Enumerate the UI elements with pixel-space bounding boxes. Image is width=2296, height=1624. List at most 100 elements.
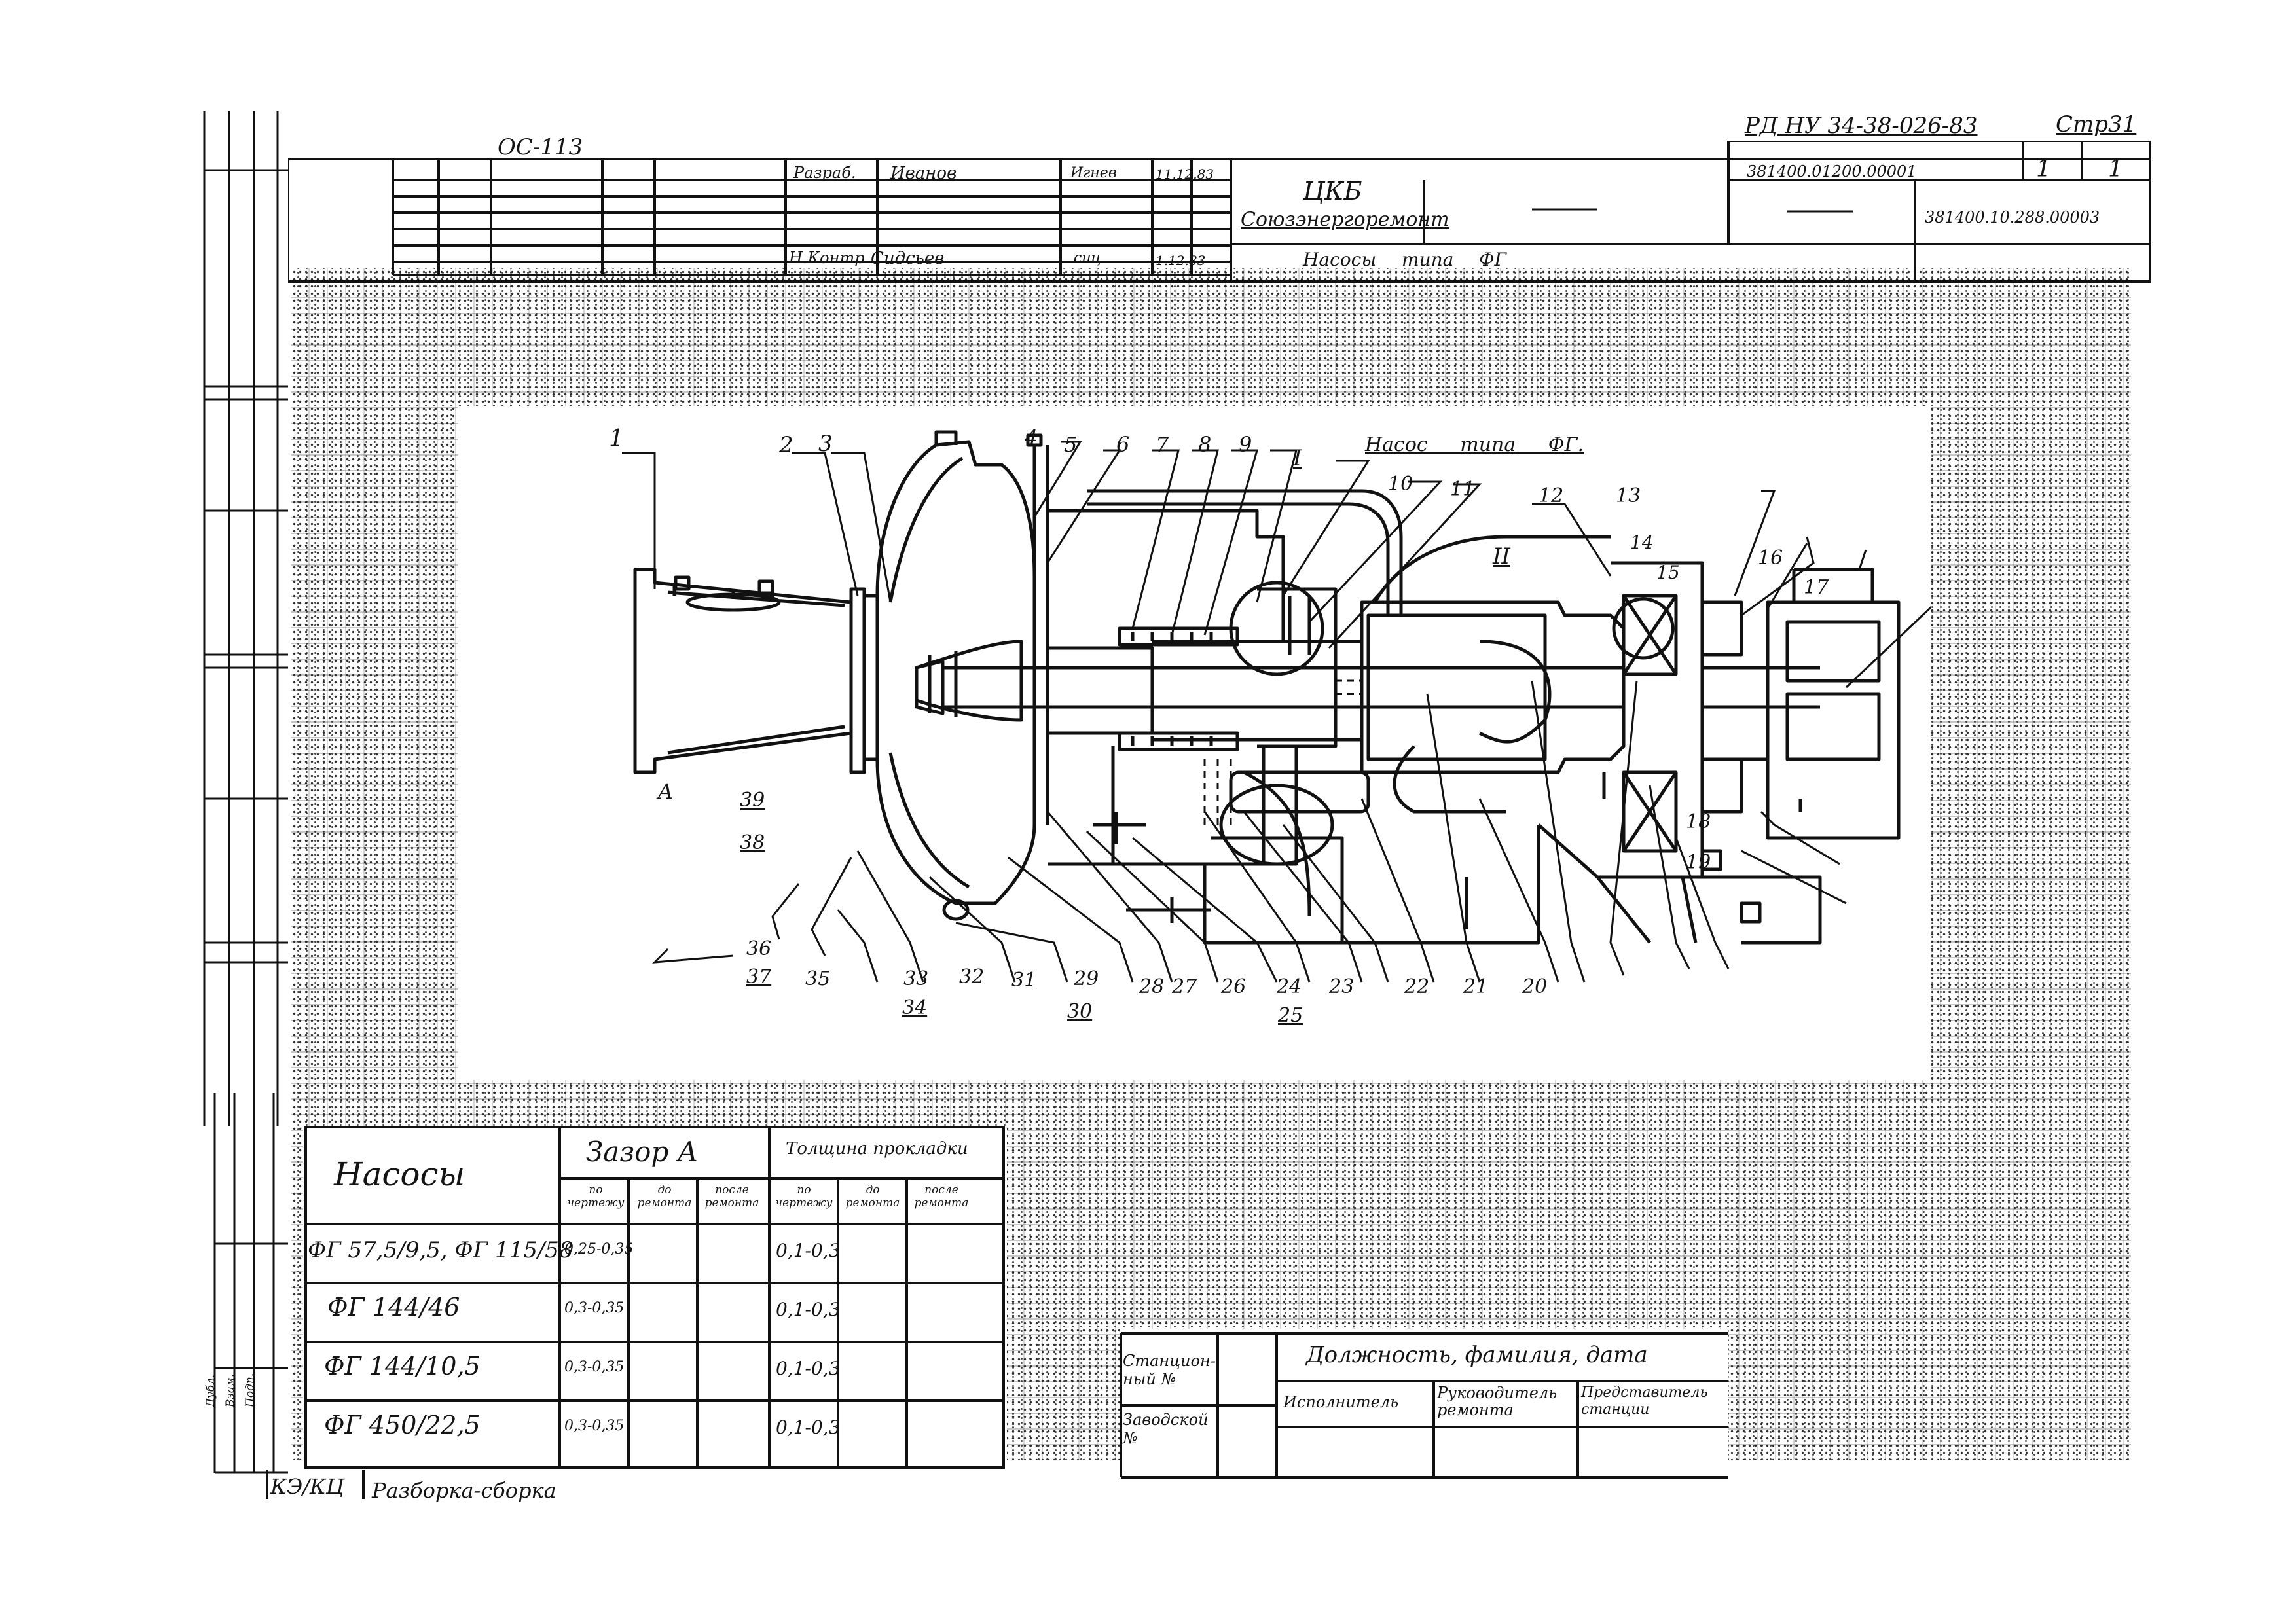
callout-3: 3 bbox=[818, 431, 833, 457]
clearance-group-a: Зазор А bbox=[586, 1136, 699, 1168]
callout-8: 8 bbox=[1198, 432, 1212, 457]
binding-strip-top bbox=[203, 111, 288, 1126]
clearance-sub-3: после ремонта bbox=[704, 1183, 759, 1210]
callout-25: 25 bbox=[1278, 1004, 1303, 1027]
callout-5: 5 bbox=[1064, 432, 1078, 457]
clearance-row1-pump: ФГ 57,5/9,5, ФГ 115/58 bbox=[308, 1237, 574, 1263]
callout-29: 29 bbox=[1074, 967, 1099, 990]
title-row2-name: Сидсьев bbox=[871, 249, 945, 268]
binding-strip-bottom bbox=[213, 1093, 288, 1474]
side-label-2: Взам. bbox=[224, 1373, 237, 1407]
title-row2-sign: сиц bbox=[1074, 250, 1101, 266]
callout-31: 31 bbox=[1011, 969, 1037, 992]
org-name: ЦКБ bbox=[1303, 177, 1362, 206]
document-title: Насосы типа ФГ bbox=[1303, 249, 1507, 270]
callout-4: 4 bbox=[1025, 425, 1038, 450]
callout-39: 39 bbox=[740, 789, 765, 812]
callout-19: 19 bbox=[1686, 851, 1711, 874]
callout-10: 10 bbox=[1388, 473, 1413, 496]
title-row1-role: Разраб. bbox=[793, 164, 856, 182]
sheet-a: 1 bbox=[2036, 156, 2051, 183]
title-row1-date: 11.12.83 bbox=[1156, 166, 1214, 182]
callout-7: 7 bbox=[1156, 432, 1169, 457]
signature-col-station-rep: Представитель станции bbox=[1581, 1384, 1708, 1418]
title-block-frame bbox=[288, 141, 2151, 283]
clearance-row4-gap: 0,3-0,35 bbox=[564, 1418, 625, 1434]
callout-33: 33 bbox=[903, 967, 929, 990]
callout-12: 12 bbox=[1539, 484, 1564, 507]
callout-14: 14 bbox=[1630, 532, 1654, 553]
margin-note: ОС-113 bbox=[498, 134, 583, 160]
callout-2: 2 bbox=[779, 432, 793, 458]
title-row2-role: Н.Контр bbox=[789, 249, 865, 267]
footer-text: Разборка-сборка bbox=[372, 1478, 556, 1503]
drawing-title: Насос типа ФГ. bbox=[1365, 433, 1584, 456]
page-number: Стр31 bbox=[2056, 111, 2137, 137]
callout-22: 22 bbox=[1404, 975, 1430, 998]
section-mark-1: I bbox=[1293, 445, 1302, 471]
callout-11: 11 bbox=[1450, 478, 1476, 501]
callout-18: 18 bbox=[1686, 810, 1711, 833]
clearance-col-pumps: Насосы bbox=[334, 1155, 465, 1193]
table-area-left bbox=[303, 1126, 1007, 1473]
clearance-row2-gasket: 0,1-0,3 bbox=[776, 1299, 841, 1320]
title-row1-sign: Игнев bbox=[1070, 165, 1117, 181]
clearance-row2-pump: ФГ 144/46 bbox=[327, 1293, 460, 1322]
callout-16: 16 bbox=[1758, 547, 1783, 569]
clearance-sub-1: по чертежу bbox=[567, 1183, 625, 1210]
clearance-group-b: Толщина прокладки bbox=[786, 1139, 968, 1159]
clearance-row3-pump: ФГ 144/10,5 bbox=[324, 1352, 481, 1380]
signature-col-manager: Руководитель ремонта bbox=[1437, 1384, 1558, 1419]
title-row1-name: Иванов bbox=[890, 164, 957, 183]
signature-header: Должность, фамилия, дата bbox=[1306, 1342, 1648, 1368]
clearance-row3-gasket: 0,1-0,3 bbox=[776, 1358, 841, 1379]
callout-9: 9 bbox=[1239, 432, 1252, 457]
callout-24: 24 bbox=[1277, 975, 1302, 998]
callout-32: 32 bbox=[959, 965, 985, 988]
signature-station-no: Станцион-ный № bbox=[1123, 1352, 1216, 1388]
clearance-row1-gap: 0,25-0,35 bbox=[564, 1241, 634, 1257]
callout-23: 23 bbox=[1329, 975, 1355, 998]
callout-36: 36 bbox=[746, 937, 772, 960]
side-label-3: Подп. bbox=[244, 1373, 257, 1407]
callout-30: 30 bbox=[1067, 1000, 1093, 1023]
clearance-row3-gap: 0,3-0,35 bbox=[564, 1359, 625, 1375]
sheet-number: 381400.01200.00001 bbox=[1747, 162, 1917, 181]
callout-27: 27 bbox=[1172, 975, 1197, 998]
clearance-sub-2: до ремонта bbox=[637, 1183, 692, 1210]
sheet-b: 1 bbox=[2108, 156, 2123, 183]
drawing-number: 381400.10.288.00003 bbox=[1925, 208, 2100, 226]
clearance-sub-4: по чертежу bbox=[775, 1183, 833, 1210]
callout-6: 6 bbox=[1116, 432, 1130, 457]
callout-13: 13 bbox=[1616, 484, 1641, 507]
callout-34: 34 bbox=[902, 996, 928, 1019]
callout-1: 1 bbox=[609, 425, 624, 452]
org-subname: Союзэнергоремонт bbox=[1241, 208, 1449, 231]
callout-a: A bbox=[658, 779, 674, 804]
clearance-sub-6: после ремонта bbox=[914, 1183, 969, 1210]
callout-21: 21 bbox=[1463, 975, 1489, 998]
callout-38: 38 bbox=[740, 831, 765, 854]
signature-table-grid bbox=[1120, 1332, 1728, 1479]
clearance-table-grid bbox=[304, 1126, 1005, 1469]
footer-code-frame bbox=[266, 1470, 365, 1499]
callout-28: 28 bbox=[1139, 975, 1165, 998]
clearance-row2-gap: 0,3-0,35 bbox=[564, 1300, 625, 1316]
drawing-window bbox=[458, 406, 1931, 1080]
section-mark-2: II bbox=[1493, 543, 1510, 569]
clearance-row4-gasket: 0,1-0,3 bbox=[776, 1416, 841, 1438]
title-row2-date: 1.12.83 bbox=[1156, 253, 1206, 268]
callout-15: 15 bbox=[1656, 562, 1680, 583]
callout-35: 35 bbox=[805, 967, 831, 990]
callout-37: 37 bbox=[746, 965, 772, 988]
clearance-row4-pump: ФГ 450/22,5 bbox=[324, 1411, 481, 1439]
clearance-row1-gasket: 0,1-0,3 bbox=[776, 1240, 841, 1261]
footer-code: КЭ/КЦ bbox=[270, 1474, 344, 1499]
pump-cross-section bbox=[622, 430, 1931, 983]
side-label-1: Дубл. bbox=[204, 1374, 217, 1407]
doc-code: РД НУ 34-38-026-83 bbox=[1745, 113, 1978, 139]
callout-17: 17 bbox=[1804, 576, 1829, 599]
callout-26: 26 bbox=[1221, 975, 1247, 998]
callout-20: 20 bbox=[1522, 975, 1548, 998]
signature-col-executor: Исполнитель bbox=[1283, 1393, 1399, 1411]
